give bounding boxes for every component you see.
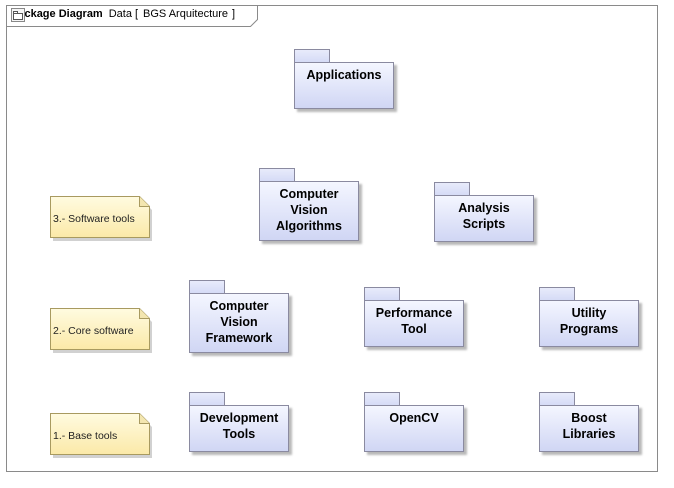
note-shape	[50, 196, 152, 241]
package-label: Applications	[306, 68, 382, 82]
package-label-line: Scripts	[462, 217, 506, 231]
package-utility-programs[interactable]: Utility Programs	[539, 287, 639, 347]
package-label-line: Algorithms	[276, 219, 342, 233]
frame-tab-shape	[6, 5, 258, 27]
package-label-line: Programs	[559, 322, 619, 336]
package-label-line: Computer	[279, 187, 339, 201]
package-computer-vision-framework[interactable]: Computer Vision Framework	[189, 280, 289, 353]
package-performance-tool[interactable]: Performance Tool	[364, 287, 464, 347]
diagram-context-name: BGS Arquitecture	[143, 8, 229, 20]
package-body	[539, 300, 639, 347]
package-label-line: Libraries	[562, 427, 616, 441]
package-label-line: Computer	[209, 299, 269, 313]
package-label-line: Development	[199, 411, 279, 425]
package-label: OpenCV	[389, 411, 439, 425]
package-tab	[364, 392, 400, 406]
note-core-software[interactable]: 2.- Core software	[50, 308, 152, 353]
note-text: 2.- Core software	[53, 325, 134, 337]
package-body	[539, 405, 639, 452]
package-tab	[364, 287, 400, 301]
diagram-context: Data	[108, 8, 132, 20]
package-tab	[259, 168, 295, 182]
package-body	[189, 405, 289, 452]
note-shape	[50, 308, 152, 353]
package-tab	[434, 182, 470, 196]
package-body	[189, 293, 289, 353]
note-software-tools[interactable]: 3.- Software tools	[50, 196, 152, 241]
package-tab	[294, 49, 330, 63]
package-label-line: Performance	[375, 306, 453, 320]
package-tab	[539, 287, 575, 301]
note-text: 3.- Software tools	[53, 213, 135, 225]
package-label-line: Vision	[220, 315, 258, 329]
package-tab	[189, 280, 225, 294]
package-label-line: Vision	[290, 203, 328, 217]
package-body	[259, 181, 359, 241]
package-applications[interactable]: Applications	[294, 49, 394, 109]
package-label-line: Tool	[401, 322, 427, 336]
package-body	[364, 300, 464, 347]
package-computer-vision-algorithms[interactable]: Computer Vision Algorithms	[259, 168, 359, 241]
package-label-line: Boost	[571, 411, 607, 425]
diagram-kind: Package Diagram	[11, 8, 103, 20]
package-tab	[189, 392, 225, 406]
open-bracket: [	[134, 8, 139, 20]
package-development-tools[interactable]: Development Tools	[189, 392, 289, 452]
package-boost-libraries[interactable]: Boost Libraries	[539, 392, 639, 452]
package-label-line: Tools	[222, 427, 256, 441]
package-analysis-scripts[interactable]: Analysis Scripts	[434, 182, 534, 242]
close-bracket: ]	[232, 8, 236, 20]
package-body	[434, 195, 534, 242]
package-label-line: Utility	[571, 306, 607, 320]
package-label-line: Analysis	[458, 201, 510, 215]
package-label-line: Framework	[205, 331, 273, 345]
package-body	[364, 405, 464, 452]
note-text: 1.- Base tools	[53, 430, 118, 442]
note-base-tools[interactable]: 1.- Base tools	[50, 413, 152, 458]
package-body	[294, 62, 394, 109]
note-shape	[50, 413, 152, 458]
package-tab	[539, 392, 575, 406]
package-opencv[interactable]: OpenCV	[364, 392, 464, 452]
